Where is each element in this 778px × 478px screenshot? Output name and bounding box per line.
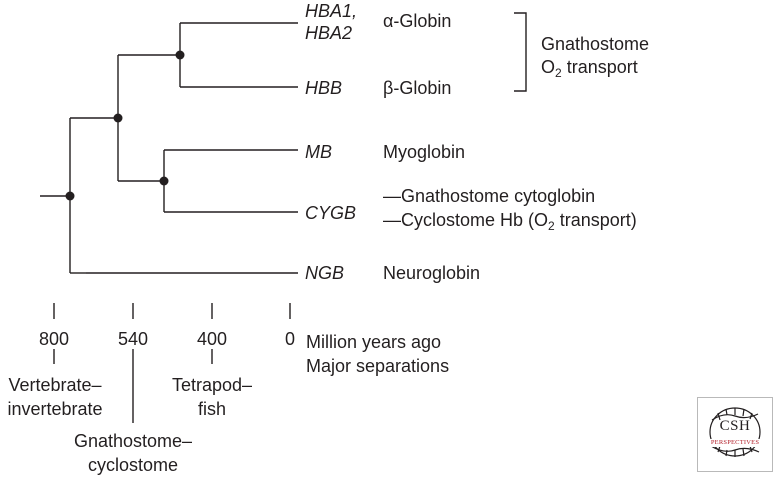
separation-vertebrate-invertebrate-line1: Vertebrate–	[8, 375, 102, 395]
gene-label-mb: MB	[305, 142, 332, 162]
gene-label-hba1: HBA1,	[305, 1, 358, 21]
bracket-label-o2-transport: O2 transport	[541, 57, 638, 80]
logo-text-perspectives: PERSPECTIVES	[698, 439, 772, 447]
separations-label: Major separations	[306, 356, 450, 376]
separation-tetrapod-fish-line1: Tetrapod–	[171, 375, 253, 395]
gene-label-hbb: HBB	[305, 78, 343, 98]
separation-gnathostome-cyclostome-line2: cyclostome	[87, 455, 179, 475]
logo-text-csh: CSH	[719, 418, 751, 434]
protein-label-neuroglobin: Neuroglobin	[383, 263, 481, 283]
axis-unit-label: Million years ago	[306, 332, 442, 352]
protein-label-cytoglobin: —Gnathostome cytoglobin	[383, 186, 596, 206]
separation-gnathostome-cyclostome-line1: Gnathostome–	[73, 431, 193, 451]
node-upper	[113, 113, 123, 123]
gene-label-hba2: HBA2	[305, 23, 353, 43]
node-hb	[175, 50, 185, 60]
axis-tick-label-540: 540	[117, 329, 149, 349]
separation-vertebrate-invertebrate-line2: invertebrate	[7, 399, 103, 419]
protein-label-beta-globin: β-Globin	[383, 78, 452, 98]
node-mb-cygb	[159, 176, 169, 186]
protein-label-alpha-globin: α-Globin	[383, 11, 452, 31]
axis-tick-label-800: 800	[38, 329, 70, 349]
gene-label-cygb: CYGB	[305, 203, 357, 223]
gnathostome-bracket	[514, 12, 527, 92]
node-root	[65, 191, 75, 201]
axis-tick-label-400: 400	[196, 329, 228, 349]
axis-tick-label-0: 0	[284, 329, 295, 349]
protein-label-myoglobin: Myoglobin	[383, 142, 466, 162]
protein-label-cyclostome-hb: —Cyclostome Hb (O2 transport)	[383, 210, 637, 233]
separation-tetrapod-fish-line2: fish	[197, 399, 226, 419]
dna-helix-icon	[709, 407, 761, 457]
bracket-label-gnathostome: Gnathostome	[541, 34, 650, 54]
gene-label-ngb: NGB	[305, 263, 345, 283]
csh-perspectives-logo: CSH PERSPECTIVES	[697, 397, 773, 472]
